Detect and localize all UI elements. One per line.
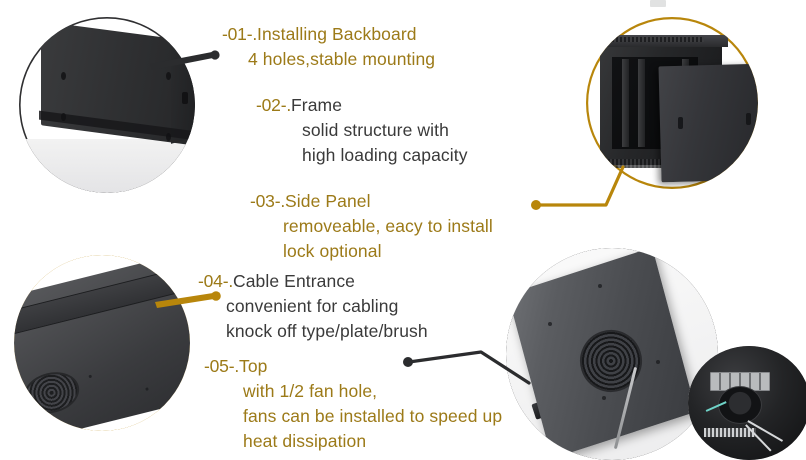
callout-01-number: -01-. [222, 24, 257, 44]
photo-frame-rail [638, 59, 645, 147]
photo-frame-side-panel [586, 17, 758, 189]
photo-side-panel-latch [746, 113, 751, 125]
photo-fan-connector [704, 428, 756, 437]
callout-03-line-1: removeable, eacy to install [283, 216, 493, 236]
photo-backboard-screw [61, 72, 66, 80]
leader-line-05 [407, 350, 531, 385]
photo-top-screw [548, 322, 552, 326]
callout-01-line-1: 4 holes,stable mounting [248, 49, 436, 69]
callout-03-number: -03-. [250, 191, 285, 211]
callout-05-line-2: fans can be installed to speed up [243, 406, 503, 426]
photo-fan-closeup [688, 346, 806, 460]
callout-03: -03-.Side Panel removeable, eacy to inst… [250, 189, 493, 264]
leader-dot-03 [531, 200, 541, 210]
callout-02-number: -02-. [256, 95, 291, 115]
callout-04-line-1: convenient for cabling [226, 296, 399, 316]
photo-top-fan-hole [506, 248, 718, 460]
photo-cable-entrance [14, 255, 190, 431]
callout-05-heading: Top [238, 356, 268, 376]
fan-blade-icon [718, 386, 762, 424]
callout-04: -04-.Cable Entrance convenient for cabli… [198, 269, 428, 344]
callout-04-line-2: knock off type/plate/brush [226, 321, 428, 341]
callout-01-heading: Installing Backboard [256, 24, 417, 44]
leader-line-04 [155, 293, 214, 308]
callout-05: -05-.Top with 1/2 fan hole, fans can be … [204, 354, 502, 454]
callout-05-line-3: heat dissipation [243, 431, 367, 451]
photo-backboard-screw [166, 72, 171, 80]
callout-04-heading: Cable Entrance [232, 271, 356, 291]
callout-02-heading: Frame [290, 95, 343, 115]
callout-03-line-2: lock optional [283, 241, 382, 261]
photo-frame-vent [608, 37, 704, 42]
photo-top-screw [656, 360, 660, 364]
leader-dot-04 [211, 291, 221, 301]
photo-backboard-floor [19, 139, 195, 193]
callout-02: -02-.Frame solid structure with high loa… [256, 93, 468, 168]
photo-backboard [19, 17, 195, 193]
photo-frame-rail [622, 59, 629, 147]
photo-backboard-screw [61, 113, 66, 121]
callout-05-line-1: with 1/2 fan hole, [243, 381, 378, 401]
leader-line-03 [535, 165, 625, 207]
callout-05-number: -05-. [204, 356, 239, 376]
leader-dot-01 [210, 50, 220, 60]
top-edge-artifact [650, 0, 666, 7]
callout-01: -01-.Installing Backboard 4 holes,stable… [222, 22, 435, 72]
photo-backboard-latch [182, 92, 188, 104]
photo-side-panel-latch [678, 117, 683, 129]
callout-03-heading: Side Panel [284, 191, 371, 211]
callout-02-line-1: solid structure with [302, 120, 449, 140]
photo-top-screw [602, 396, 606, 400]
photo-backboard-screw [166, 133, 171, 141]
callout-02-line-2: high loading capacity [302, 145, 468, 165]
leader-line-01 [150, 52, 213, 70]
leader-dot-05 [403, 357, 413, 367]
photo-top-screw [598, 284, 602, 288]
callout-04-number: -04-. [198, 271, 233, 291]
